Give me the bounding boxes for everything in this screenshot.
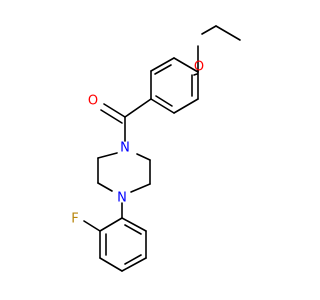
pip-bond-3 xyxy=(97,182,113,192)
bond-ch2-o xyxy=(201,25,217,35)
ring2-bond-c xyxy=(99,257,123,272)
ring1-double-2 xyxy=(155,95,173,107)
ethoxyphenyl-ring xyxy=(150,45,199,114)
ring1-bond-e xyxy=(173,98,199,114)
pip-bond-4 xyxy=(136,153,151,161)
ether-oxygen-label: O xyxy=(194,60,204,75)
ring2-bond-f xyxy=(121,217,147,232)
ring2-bond-d xyxy=(121,257,147,272)
ring2-bond-a xyxy=(99,217,123,232)
amide-nitrogen-label: N xyxy=(120,141,130,156)
bond-ring-carbonyl-c xyxy=(124,98,152,118)
ring1-bond-b xyxy=(150,57,175,72)
carbonyl-oxygen-label: O xyxy=(88,94,98,109)
fluorine-label: F xyxy=(71,212,78,227)
ring1-bond-d xyxy=(150,98,175,114)
bond-o-ring xyxy=(193,73,198,76)
aryl-nitrogen-label: N xyxy=(117,191,127,206)
fluorophenyl-ring xyxy=(83,217,147,272)
ring1-bond-a xyxy=(173,57,199,73)
bond-ring-fluorine xyxy=(83,220,101,232)
pip-bond-1 xyxy=(97,152,118,159)
molecule-structure-diagram: O O N N F xyxy=(71,25,241,272)
ethoxy-group xyxy=(193,25,241,76)
bond-ch3-ch2 xyxy=(215,25,241,41)
piperazine-ring xyxy=(97,152,151,193)
ring1-double-1 xyxy=(154,64,172,75)
bond-carbonyl-double-2 xyxy=(100,109,123,124)
bond-carbonyl-double-1 xyxy=(103,103,126,118)
ring2-double-3 xyxy=(124,224,142,235)
pip-bond-6 xyxy=(130,183,151,193)
carbonyl-group xyxy=(100,98,152,142)
ring2-double-2 xyxy=(124,254,142,265)
